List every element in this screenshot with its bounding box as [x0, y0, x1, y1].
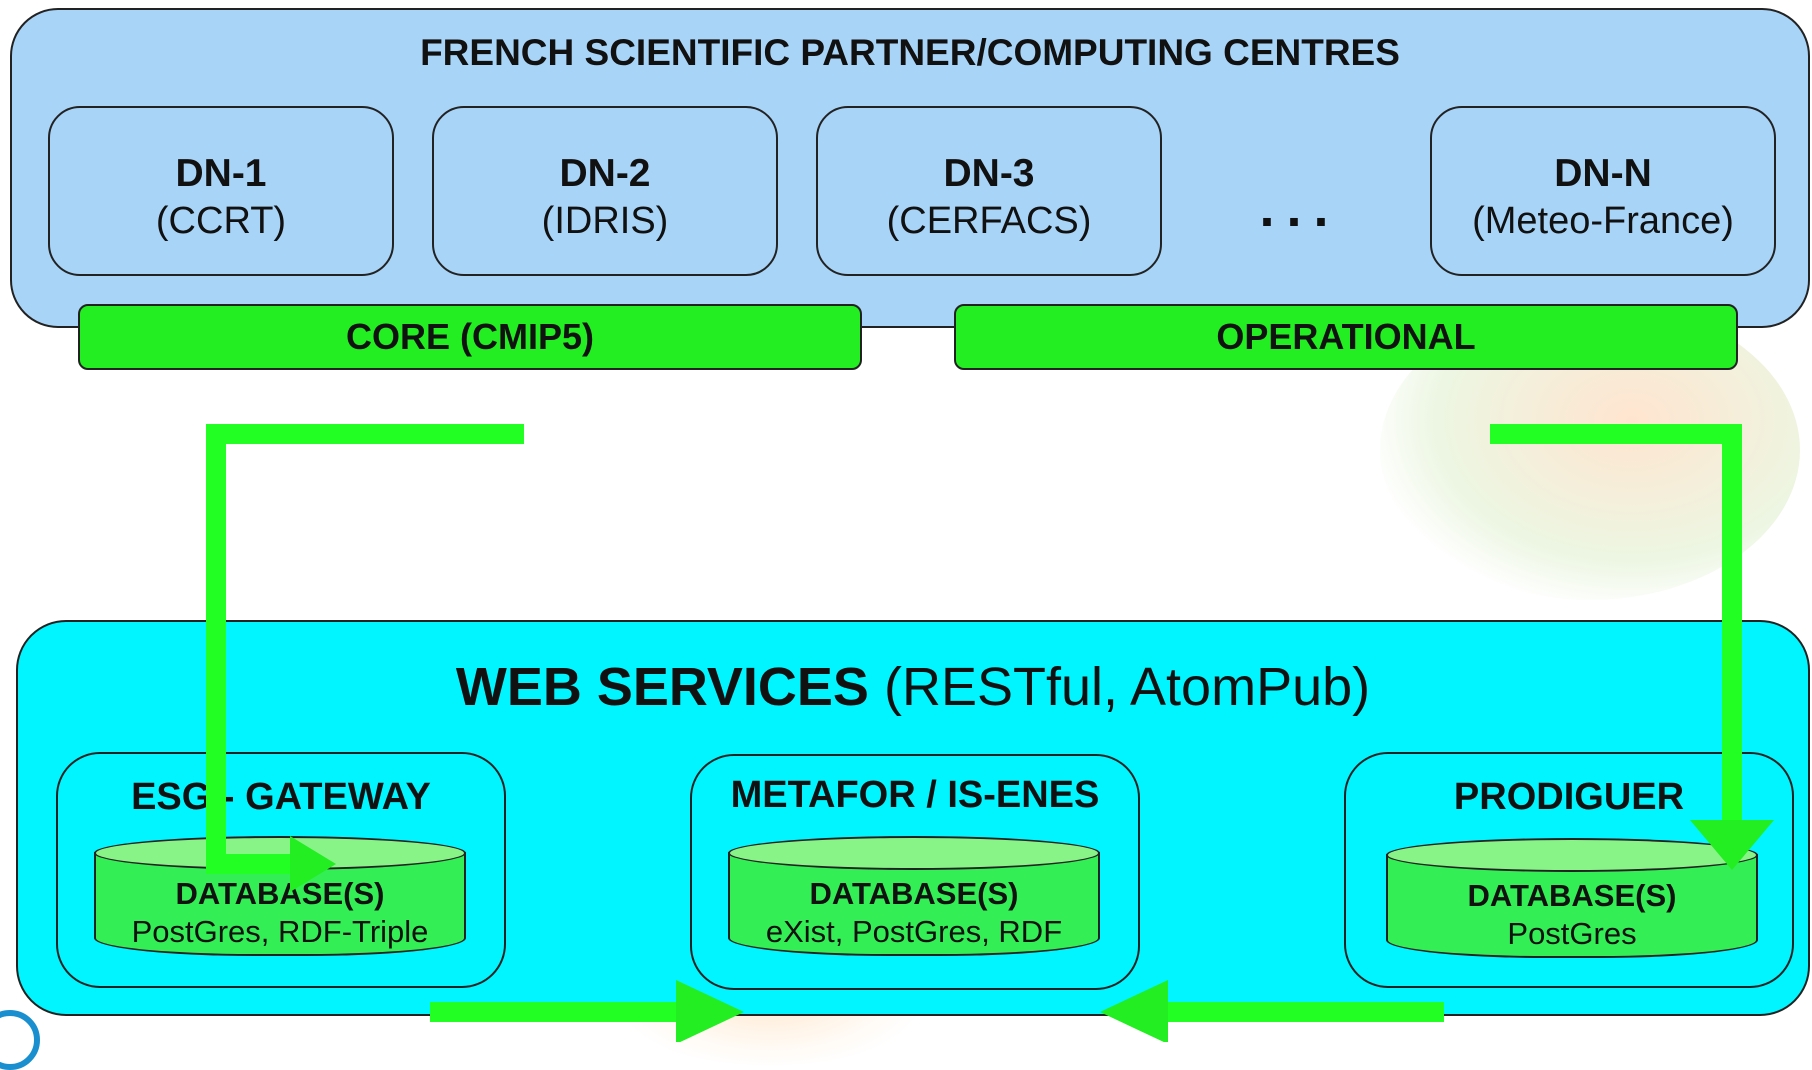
operational-to-prodiguer-arrow-line [1490, 424, 1742, 830]
esg-database-label: DATABASE(S) PostGres, RDF-Triple [94, 876, 466, 950]
core-to-esg-arrowhead [290, 836, 336, 892]
data-node-3: DN-3 (CERFACS) [816, 106, 1162, 276]
web-services-title: WEB SERVICES (RESTful, AtomPub) [16, 656, 1810, 718]
database-technologies: PostGres, RDF-Triple [131, 914, 429, 949]
metafor-database-label: DATABASE(S) eXist, PostGres, RDF [728, 876, 1100, 950]
database-label: DATABASE(S) [809, 876, 1019, 911]
data-node-code: DN-3 [943, 152, 1035, 195]
data-node-name: (CCRT) [155, 200, 287, 242]
prodiguer-to-metafor-arrowhead [1100, 980, 1168, 1042]
database-technologies: PostGres [1507, 916, 1637, 951]
prodiguer-title: PRODIGUER [1453, 776, 1685, 818]
operational-bar: OPERATIONAL [954, 304, 1738, 370]
data-node-name: (IDRIS) [541, 200, 669, 242]
data-node-n: DN-N (Meteo-France) [1430, 106, 1776, 276]
database-label: DATABASE(S) [175, 876, 385, 911]
data-node-1: DN-1 (CCRT) [48, 106, 394, 276]
esg-to-metafor-arrowhead [676, 980, 744, 1042]
data-node-code: DN-2 [559, 152, 651, 195]
esg-gateway-title: ESG - GATEWAY [131, 776, 431, 818]
database-technologies: eXist, PostGres, RDF [765, 914, 1063, 949]
web-services-title-bold: WEB SERVICES [455, 657, 869, 717]
data-node-code: DN-1 [175, 152, 267, 195]
more-nodes-ellipsis: ... [1259, 178, 1341, 238]
database-label: DATABASE(S) [1467, 878, 1677, 913]
core-cmip5-bar: CORE (CMIP5) [78, 304, 862, 370]
computing-centres-title: FRENCH SCIENTIFIC PARTNER/COMPUTING CENT… [420, 32, 1400, 73]
data-node-name: (CERFACS) [886, 200, 1092, 242]
data-node-code: DN-N [1554, 152, 1652, 195]
prodiguer-database-label: DATABASE(S) PostGres [1386, 878, 1758, 952]
core-to-esg-arrow-line [206, 424, 524, 874]
data-node-name: (Meteo-France) [1472, 200, 1734, 242]
data-node-2: DN-2 (IDRIS) [432, 106, 778, 276]
flow-arrows [206, 424, 1774, 1042]
web-services-title-protocols: (RESTful, AtomPub) [868, 657, 1371, 717]
prodiguer-database-cylinder-top [1386, 838, 1758, 872]
metafor-database-cylinder-top [728, 836, 1100, 870]
operational-to-prodiguer-arrowhead [1690, 820, 1774, 870]
metafor-is-enes-title: METAFOR / IS-ENES [730, 774, 1100, 816]
